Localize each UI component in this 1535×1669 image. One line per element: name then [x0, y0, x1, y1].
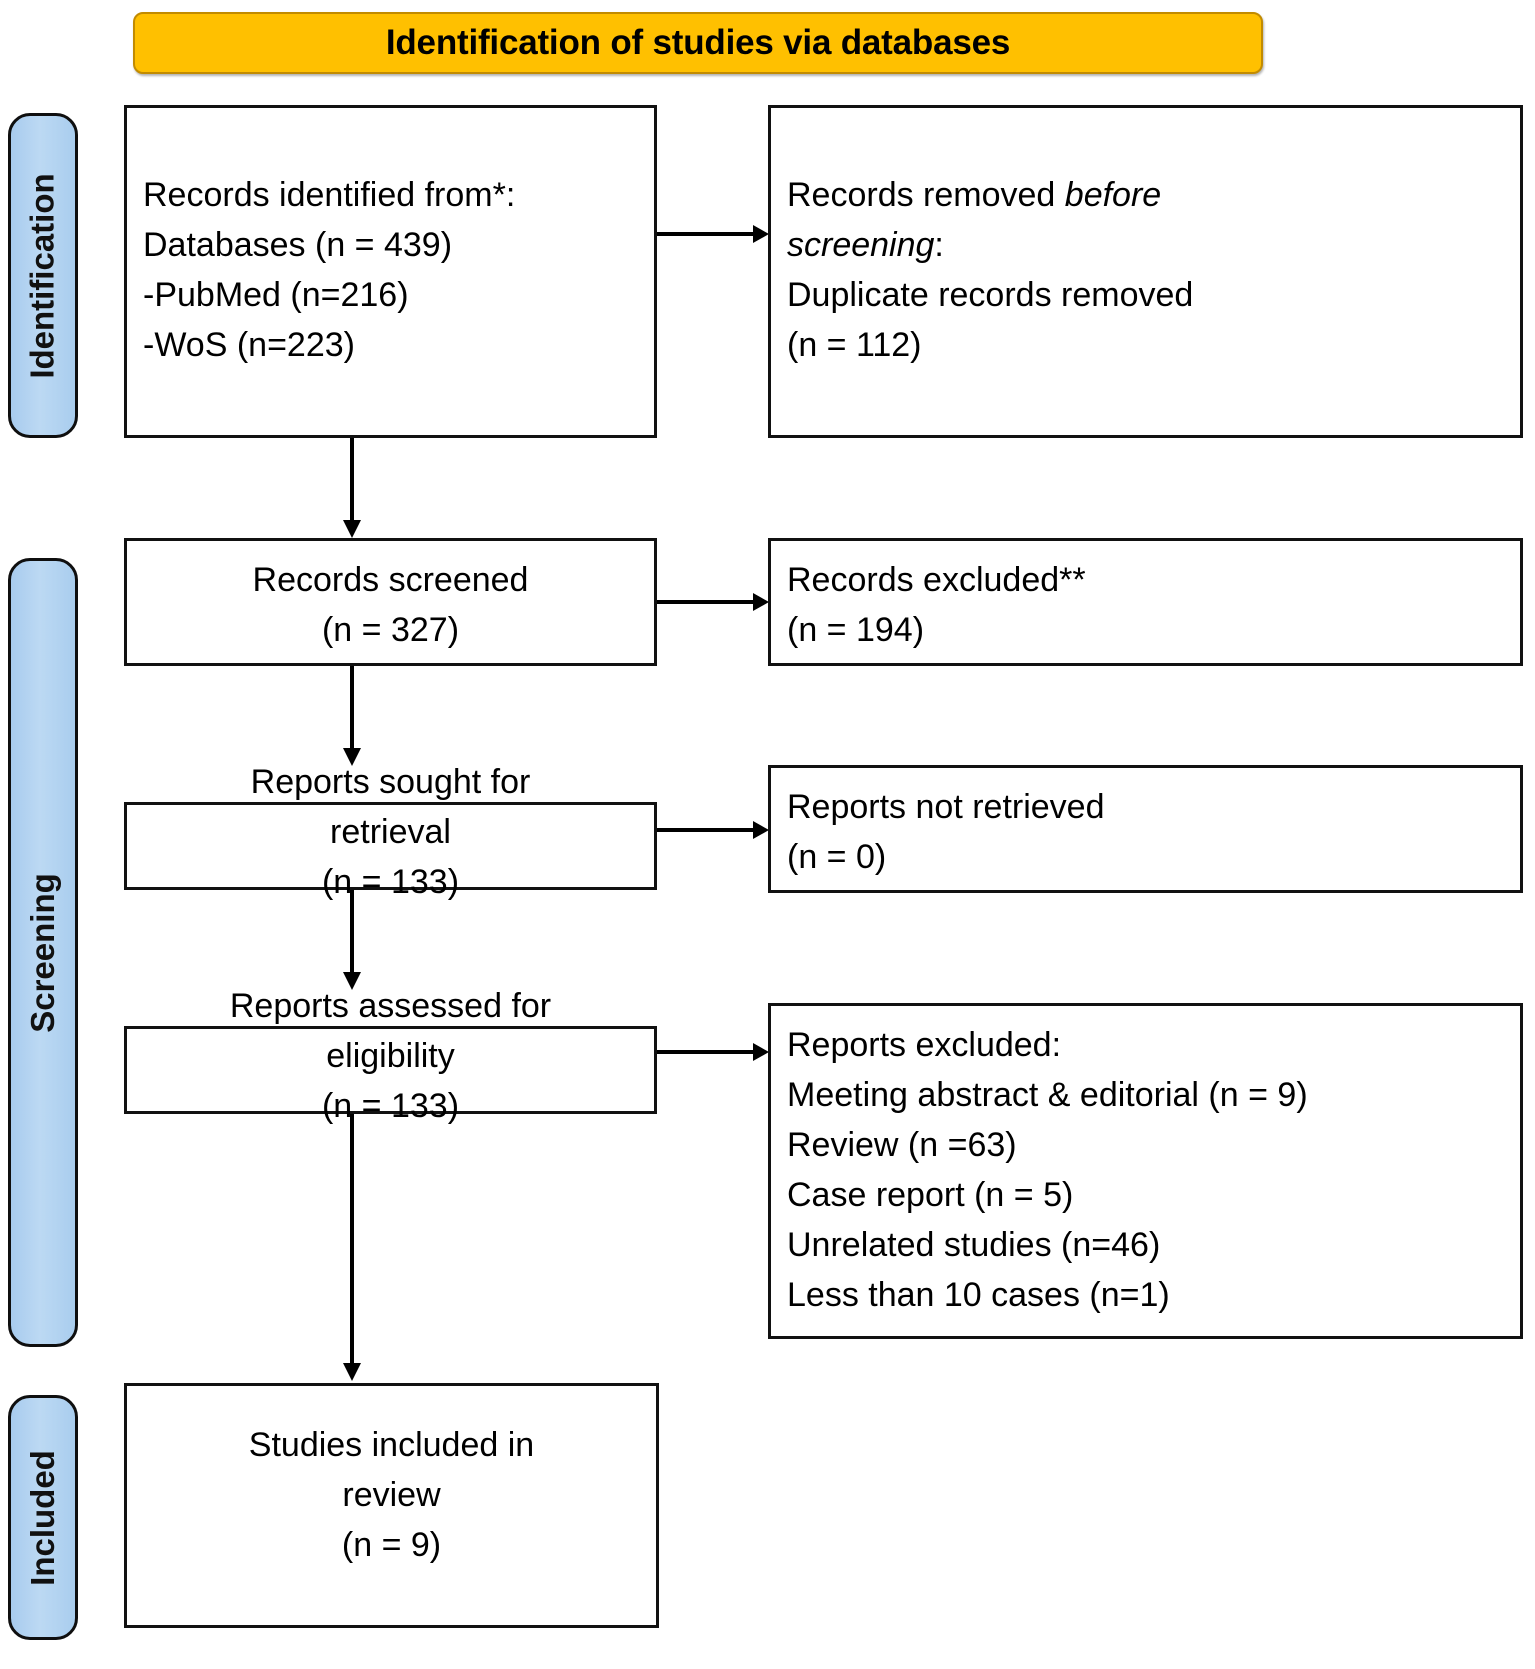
- stage-pill-screening: Screening: [8, 558, 78, 1347]
- records-screened-box: Records screened(n = 327): [124, 538, 657, 666]
- stage-label-included: Included: [24, 1449, 61, 1586]
- connector-sought-to-not-retrieved: [657, 818, 769, 842]
- connector-assessed-to-reports-excluded: [657, 1040, 769, 1064]
- stage-label-screening: Screening: [24, 872, 61, 1033]
- reports-excluded-text: Reports excluded:Meeting abstract & edit…: [787, 1026, 1308, 1314]
- connector-screened-to-sought: [340, 666, 364, 766]
- records-excluded-box: Records excluded**(n = 194): [768, 538, 1523, 666]
- reports-not-retrieved-text: Reports not retrieved(n = 0): [787, 788, 1105, 876]
- stage-pill-identification: Identification: [8, 113, 78, 438]
- reports-not-retrieved-box: Reports not retrieved(n = 0): [768, 765, 1523, 893]
- stage-label-identification: Identification: [24, 172, 61, 379]
- connector-sought-to-assessed: [340, 890, 364, 990]
- diagram-header-banner: Identification of studies via databases: [133, 12, 1263, 74]
- reports-excluded-box: Reports excluded:Meeting abstract & edit…: [768, 1003, 1523, 1339]
- records-identified-text: Records identified from*:Databases (n = …: [143, 176, 516, 364]
- connector-assessed-to-included: [340, 1114, 364, 1381]
- connector-identified-to-screened: [340, 438, 364, 538]
- connector-identified-to-removed: [657, 222, 769, 246]
- records-identified-box: Records identified from*:Databases (n = …: [124, 105, 657, 438]
- diagram-header-title: Identification of studies via databases: [385, 23, 1011, 62]
- connector-screened-to-excluded: [657, 590, 769, 614]
- records-screened-text: Records screened(n = 327): [252, 561, 529, 649]
- records-excluded-text: Records excluded**(n = 194): [787, 561, 1086, 649]
- stage-pill-included: Included: [8, 1395, 78, 1640]
